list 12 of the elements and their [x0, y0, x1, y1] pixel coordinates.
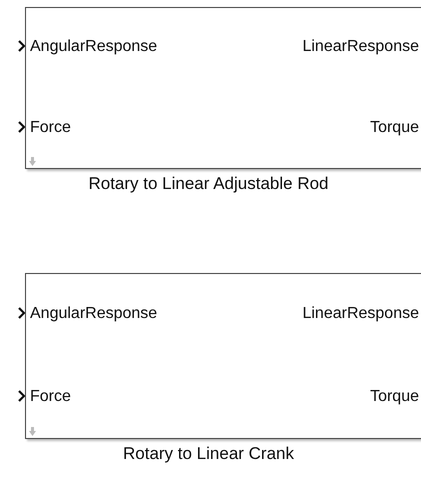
block-caption: Rotary to Linear Crank: [122, 443, 296, 464]
port-label: LinearResponse: [302, 304, 419, 323]
port-label: Torque: [370, 388, 419, 406]
port-label: AngularResponse: [30, 38, 158, 56]
port-label: Force: [30, 118, 71, 137]
port-label: AngularResponse: [30, 304, 158, 323]
port-label: LinearResponse: [302, 38, 419, 56]
subsystem-block: [25, 273, 421, 439]
port-label: Torque: [370, 118, 419, 137]
subsystem-block: [25, 7, 421, 169]
port-label: Force: [30, 388, 71, 406]
block-caption: Rotary to Linear Adjustable Rod: [87, 173, 330, 194]
